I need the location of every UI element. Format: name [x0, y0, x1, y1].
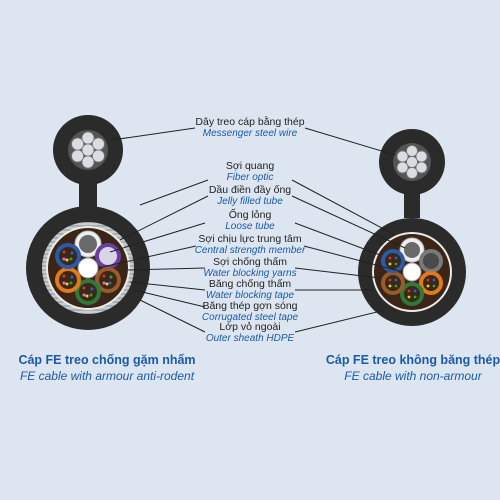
label-vi: Dây treo cáp bằng thép [195, 116, 305, 128]
caption-left: Cáp FE treo chống gặm nhấm FE cable with… [0, 352, 217, 384]
label-fiber-optic: Sợi quang Fiber optic [150, 160, 350, 184]
left-central-strength-member [77, 257, 99, 279]
caption-right: Cáp FE treo không băng thép FE cable wit… [303, 352, 500, 384]
right-loose-tubes [381, 237, 443, 306]
label-vi: Băng chống thấm [208, 278, 292, 290]
right-cable [358, 129, 466, 326]
right-central-strength-member [402, 262, 422, 282]
label-vi: Dầu điền đầy ống [208, 184, 292, 196]
right-fibers [388, 256, 436, 299]
right-web [404, 190, 420, 218]
caption-left-vi: Cáp FE treo chống gặm nhấm [18, 353, 196, 367]
label-en: Outer sheath HDPE [205, 333, 295, 344]
label-central-strength-member: Sợi chịu lực trung tâm Central strength … [150, 233, 350, 257]
label-loose-tube: Ống lỏng Loose tube [150, 209, 350, 233]
left-loose-tubes [55, 230, 121, 305]
label-vi: Băng thép gợn sóng [202, 300, 298, 312]
label-en: Messenger steel wire [202, 128, 298, 139]
caption-left-en: FE cable with armour anti-rodent [19, 369, 195, 383]
left-web [79, 180, 97, 208]
right-messenger-wire [379, 129, 445, 195]
label-vi: Sợi chống thấm [212, 256, 287, 268]
label-messenger-steel-wire: Dây treo cáp bằng thép Messenger steel w… [150, 116, 350, 140]
label-outer-sheath-hdpe: Lớp vỏ ngoài Outer sheath HDPE [150, 321, 350, 345]
label-corrugated-steel-tape: Băng thép gợn sóng Corrugated steel tape [150, 300, 350, 324]
leader-lines [97, 127, 406, 333]
right-main-cable [358, 218, 466, 326]
left-main-cable [26, 206, 150, 330]
caption-right-en: FE cable with non-armour [344, 369, 482, 383]
label-water-blocking-tape: Băng chống thấm Water blocking tape [150, 278, 350, 302]
label-en: Water blocking tape [205, 290, 295, 301]
label-en: Fiber optic [226, 172, 274, 183]
label-water-blocking-yarns: Sợi chống thấm Water blocking yarns [150, 256, 350, 280]
label-en: Loose tube [225, 221, 275, 232]
label-en: Central strength member [194, 245, 306, 256]
label-en: Water blocking yarns [203, 268, 297, 279]
label-en: Corrugated steel tape [201, 312, 299, 323]
label-en: Jelly filled tube [217, 196, 283, 207]
label-vi: Lớp vỏ ngoài [219, 321, 281, 333]
label-jelly-filled-tube: Dầu điền đầy ống Jelly filled tube [150, 184, 350, 208]
caption-right-vi: Cáp FE treo không băng thép [325, 353, 500, 367]
left-messenger-wire [53, 115, 123, 185]
label-vi: Sợi chịu lực trung tâm [198, 233, 302, 245]
left-fibers [62, 250, 113, 298]
label-vi: Ống lỏng [228, 209, 272, 221]
label-vi: Sợi quang [225, 160, 275, 172]
left-cable [26, 115, 150, 330]
